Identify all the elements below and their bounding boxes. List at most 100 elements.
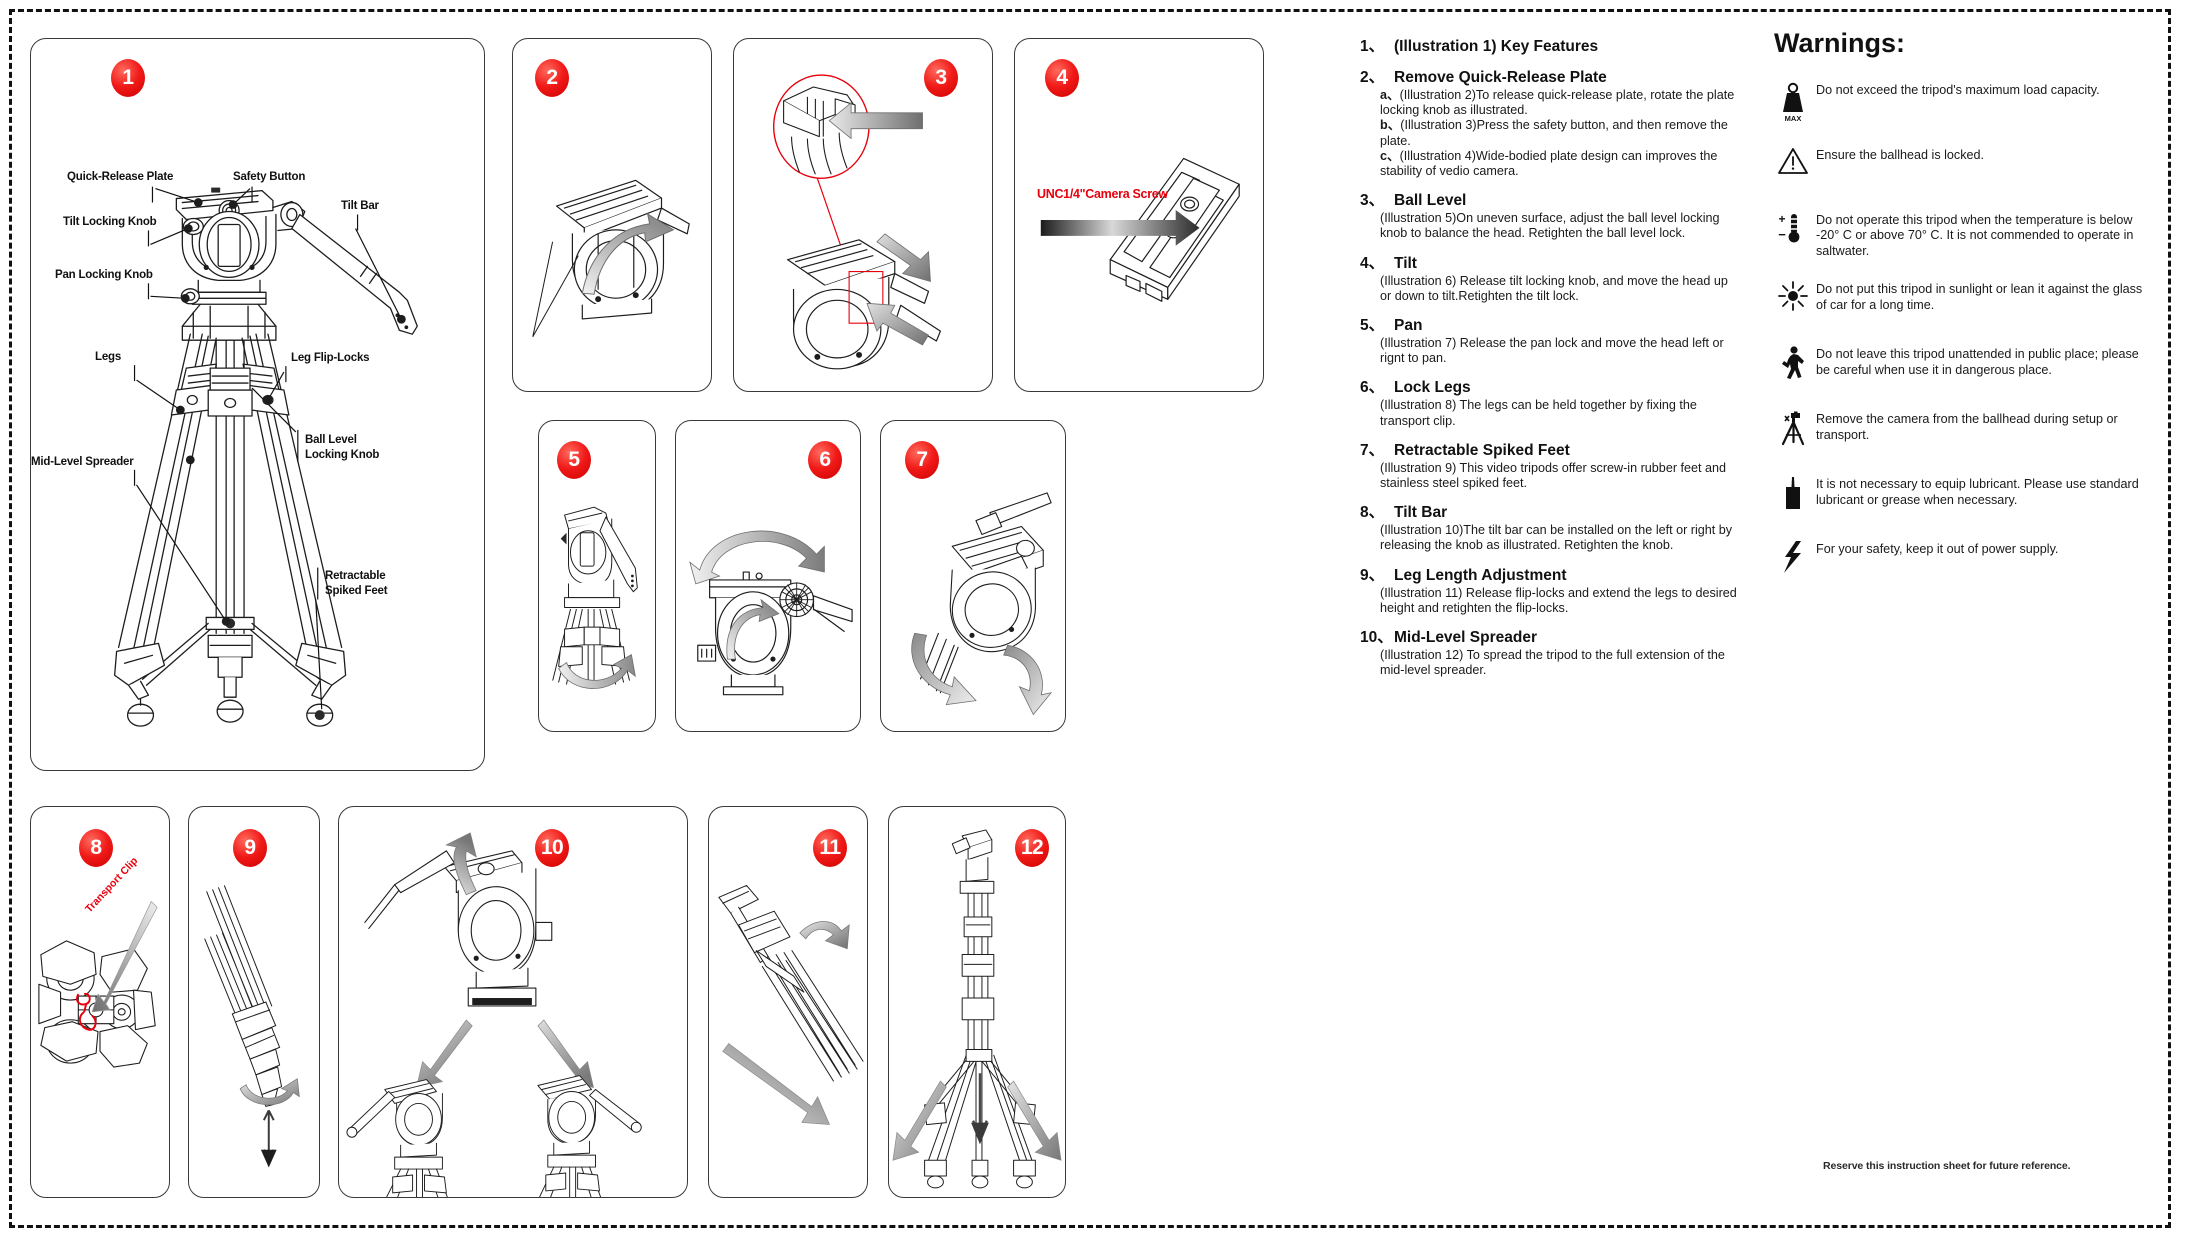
label-retractable-spiked-feet-line1: Retractable	[325, 570, 386, 582]
instruction-number-2: 2、	[1360, 69, 1385, 86]
instruction-title-6: Lock Legs	[1394, 379, 1471, 397]
instruction-body-2-a: a、(Illustration 2)To release quick-relea…	[1380, 88, 1740, 118]
pedestrian-icon	[1770, 345, 1816, 389]
panel-wide-bodied-plate[interactable]: 4	[1014, 38, 1264, 392]
sun-icon	[1770, 280, 1816, 324]
instruction-heading-1: 1、 (Illustration 1) Key Features	[1360, 38, 1740, 56]
thermometer-icon: + −	[1770, 211, 1816, 255]
warnings-column: Warnings: MAX Do not exceed the tripod's…	[1770, 28, 2150, 605]
instruction-item-9: 9、 Leg Length Adjustment (Illustration 1…	[1360, 567, 1740, 616]
instruction-number-6: 6、	[1360, 379, 1385, 397]
instruction-item-6: 6、 Lock Legs (Illustration 8) The legs c…	[1360, 379, 1740, 428]
panel-key-features-overview[interactable]: 1	[30, 38, 485, 771]
instruction-title-10: Mid-Level Spreader	[1394, 629, 1537, 647]
tripod-camera-icon	[1770, 410, 1816, 454]
label-quick-release-plate: Quick-Release Plate	[67, 171, 174, 183]
safety-button-illustration	[734, 39, 992, 391]
label-pan-locking-knob: Pan Locking Knob	[55, 269, 153, 281]
warning-row-remove-camera: Remove the camera from the ballhead duri…	[1770, 410, 2150, 454]
instruction-body-2-c: c、(Illustration 4)Wide-bodied plate desi…	[1380, 149, 1740, 179]
instruction-body-9: (Illustration 11) Release flip-locks and…	[1380, 585, 1737, 615]
panel-mid-level-spreader[interactable]: 12	[888, 806, 1066, 1198]
panel-rotate-plate-locking-knob[interactable]: 2	[512, 38, 712, 392]
panel-tilt-head[interactable]: 6	[675, 420, 861, 732]
instruction-item-10: 10、 Mid-Level Spreader (Illustration 12)…	[1360, 629, 1740, 678]
panel-badge-12: 12	[1015, 829, 1049, 867]
warning-text-temperature: Do not operate this tripod when the temp…	[1816, 213, 2134, 258]
sub-text-2a: (Illustration 2)To release quick-release…	[1380, 88, 1735, 118]
warning-row-power-supply: For your safety, keep it out of power su…	[1770, 540, 2150, 584]
sub-text-2b: (Illustration 3)Press the safety button,…	[1380, 118, 1728, 148]
instruction-title-5: Pan	[1394, 317, 1423, 335]
instruction-body-8: (Illustration 10)The tilt bar can be ins…	[1380, 523, 1733, 553]
panel-pan-head[interactable]: 7	[880, 420, 1066, 732]
panel-press-safety-button[interactable]: 3	[733, 38, 993, 392]
instruction-item-8: 8、 Tilt Bar (Illustration 10)The tilt ba…	[1360, 504, 1740, 553]
svg-text:MAX: MAX	[1785, 114, 1802, 123]
panel-transport-clip-lock-legs[interactable]: 8	[30, 806, 170, 1198]
panel-badge-3: 3	[924, 59, 958, 97]
label-ball-level-locking-knob-line1: Ball Level	[305, 434, 357, 446]
instruction-heading-9: 9、 Leg Length Adjustment	[1360, 567, 1740, 585]
instruction-title-4: Tilt	[1394, 254, 1417, 272]
instruction-heading-5: 5、 Pan	[1360, 317, 1740, 335]
tripod-overview-illustration	[31, 39, 484, 770]
instructions-column: 1、 (Illustration 1) Key Features 2、 Remo…	[1360, 38, 1740, 691]
panel-retractable-spiked-feet[interactable]: 9	[188, 806, 320, 1198]
warning-row-temperature: + − Do not operate this tripod when the …	[1770, 211, 2150, 259]
instruction-number-1: 1、	[1360, 38, 1385, 55]
warning-text-unattended: Do not leave this tripod unattended in p…	[1816, 347, 2139, 377]
instruction-title-9: Leg Length Adjustment	[1394, 566, 1567, 584]
instruction-item-2: 2、 Remove Quick-Release Plate a、(Illustr…	[1360, 69, 1740, 179]
sub-label-2b: b、	[1380, 118, 1401, 133]
panel-badge-8: 8	[79, 829, 113, 867]
warning-text-ballhead-locked: Ensure the ballhead is locked.	[1816, 148, 1985, 162]
instruction-body-7: (Illustration 9) This video tripods offe…	[1380, 460, 1727, 491]
instruction-body-4: (Illustration 6) Release tilt locking kn…	[1380, 273, 1728, 303]
instruction-number-7: 7、	[1360, 441, 1385, 459]
instruction-title-7: Retractable Spiked Feet	[1394, 441, 1570, 459]
warning-row-lubricant: It is not necessary to equip lubricant. …	[1770, 475, 2150, 519]
label-retractable-spiked-feet-line2: Spiked Feet	[325, 585, 388, 597]
sub-label-2c: c、	[1380, 148, 1400, 163]
warning-row-max-load: MAX Do not exceed the tripod's maximum l…	[1770, 81, 2150, 125]
instruction-heading-8: 8、 Tilt Bar	[1360, 504, 1740, 522]
svg-text:−: −	[1778, 227, 1786, 242]
label-tilt-locking-knob: Tilt Locking Knob	[63, 216, 157, 228]
instruction-body-10: (Illustration 12) To spread the tripod t…	[1380, 648, 1725, 678]
label-mid-level-spreader: Mid-Level Spreader	[31, 456, 134, 468]
instruction-heading-10: 10、 Mid-Level Spreader	[1360, 629, 1740, 647]
label-tilt-bar: Tilt Bar	[341, 200, 379, 212]
page-dashed-border	[9, 9, 2171, 1228]
panel-leg-length-adjustment[interactable]: 11	[708, 806, 868, 1198]
panel-badge-6: 6	[808, 441, 842, 479]
label-leg-flip-locks: Leg Flip-Locks	[291, 352, 370, 364]
instruction-body-5: (Illustration 7) Release the pan lock an…	[1380, 336, 1724, 366]
instruction-number-10: 10、	[1360, 629, 1393, 647]
instruction-item-3: 3、 Ball Level (Illustration 5)On uneven …	[1360, 192, 1740, 241]
warning-text-remove-camera: Remove the camera from the ballhead duri…	[1816, 412, 2118, 442]
panel-ball-level-adjust[interactable]: 5	[538, 420, 656, 732]
warning-text-max-load: Do not exceed the tripod's maximum load …	[1816, 83, 2100, 97]
instruction-number-5: 5、	[1360, 317, 1385, 335]
instruction-body-3: (Illustration 5)On uneven surface, adjus…	[1380, 211, 1720, 241]
lubricant-bottle-icon	[1770, 475, 1816, 519]
warning-row-unattended: Do not leave this tripod unattended in p…	[1770, 345, 2150, 389]
illustration-panel-grid: 1	[30, 38, 1320, 1203]
instruction-item-7: 7、 Retractable Spiked Feet (Illustration…	[1360, 442, 1740, 491]
instruction-body-6: (Illustration 8) The legs can be held to…	[1380, 398, 1697, 428]
panel-badge-9: 9	[233, 829, 267, 867]
warning-row-ballhead-locked: Ensure the ballhead is locked.	[1770, 146, 2150, 190]
instruction-heading-7: 7、 Retractable Spiked Feet	[1360, 442, 1740, 460]
panel-tilt-bar-left-or-right[interactable]: 10	[338, 806, 688, 1198]
instruction-title-2: Remove Quick-Release Plate	[1394, 69, 1607, 86]
warning-text-power-supply: For your safety, keep it out of power su…	[1816, 542, 2059, 557]
sub-text-2c: (Illustration 4)Wide-bodied plate design…	[1380, 148, 1718, 179]
instruction-heading-6: 6、 Lock Legs	[1360, 379, 1740, 397]
panel-badge-2: 2	[535, 59, 569, 97]
instruction-title-1: (Illustration 1) Key Features	[1394, 38, 1599, 55]
instruction-body-2: a、(Illustration 2)To release quick-relea…	[1380, 88, 1740, 179]
instruction-item-4: 4、 Tilt (Illustration 6) Release tilt lo…	[1360, 255, 1740, 304]
label-camera-screw: UNC1/4"Camera Screw	[1037, 187, 1168, 201]
warning-text-lubricant: It is not necessary to equip lubricant. …	[1816, 477, 2139, 507]
